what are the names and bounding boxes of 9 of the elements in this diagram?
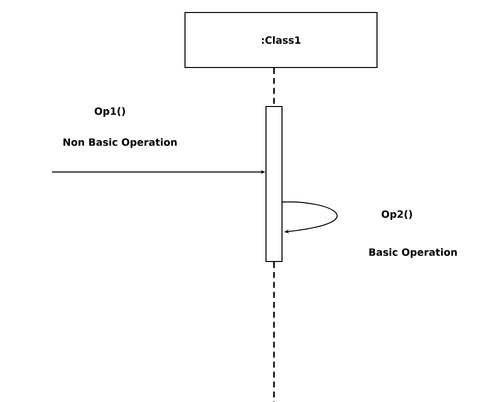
lifeline: [273, 262, 275, 402]
edge-label: Non Basic Operation: [63, 138, 177, 148]
activation-bar: [266, 106, 282, 262]
self-message-arrow: [282, 201, 338, 234]
operation-note: Op1(): [94, 107, 125, 117]
operation-note: Basic Operation: [369, 248, 457, 258]
class-box: :Class1: [184, 12, 378, 68]
lifeline: [273, 68, 275, 106]
edge-label: Op2(): [382, 210, 412, 220]
